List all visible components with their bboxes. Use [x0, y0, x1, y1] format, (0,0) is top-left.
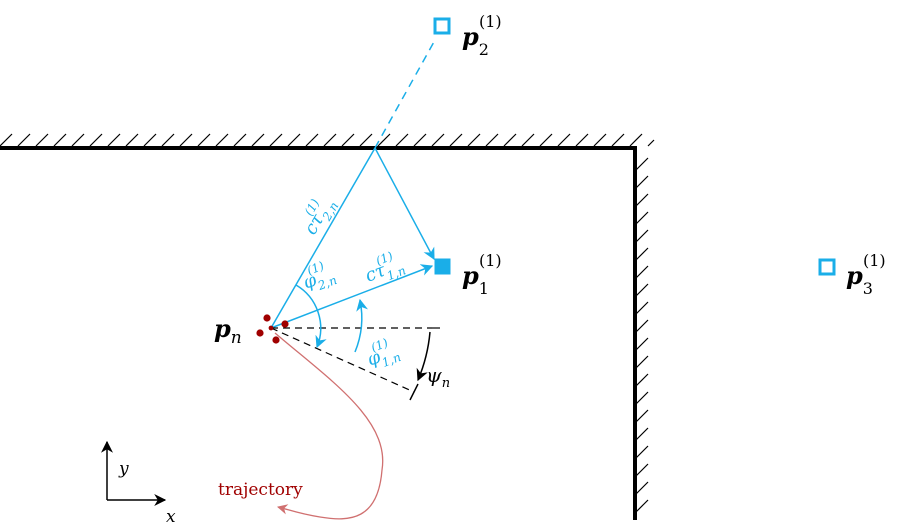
virtual-anchor-dashed-line — [374, 39, 436, 149]
svg-text:φ1,n(1): φ1,n(1) — [362, 333, 403, 374]
angle-arc-psi — [416, 331, 431, 382]
svg-text:cτ2,n(1): cτ2,n(1) — [294, 191, 341, 241]
label-pn: pn — [214, 314, 242, 348]
heading-tick — [409, 383, 419, 401]
angle-arc-phi2 — [295, 284, 327, 349]
svg-text:φ2,n(1): φ2,n(1) — [298, 256, 339, 297]
label-phi2: φ2,n(1) — [298, 256, 339, 297]
room-wall — [0, 146, 637, 520]
label-ctau2: cτ2,n(1) — [294, 191, 341, 241]
label-axis-x: x — [166, 507, 176, 527]
label-p2: p2(1) — [462, 12, 502, 59]
label-psi: ψn — [426, 363, 450, 391]
label-axis-y: y — [118, 459, 129, 479]
wall-hatching-top — [0, 133, 655, 147]
anchor-p1-marker — [434, 258, 451, 275]
label-trajectory: trajectory — [218, 480, 303, 500]
angle-arc-phi1 — [354, 298, 369, 353]
los-path — [270, 264, 434, 329]
reflected-path-segment-1 — [270, 147, 376, 329]
label-phi1: φ1,n(1) — [362, 333, 403, 374]
agent-particles — [256, 314, 289, 344]
anchor-p2-marker — [433, 17, 451, 35]
label-p3: p3(1) — [846, 251, 886, 298]
reflected-path-segment-2 — [374, 147, 435, 261]
wall-hatching-right — [635, 157, 649, 513]
label-p1: p1(1) — [462, 251, 502, 298]
heading-line — [270, 327, 415, 393]
trajectory-curve — [274, 332, 384, 520]
anchor-p3-marker — [818, 258, 836, 276]
